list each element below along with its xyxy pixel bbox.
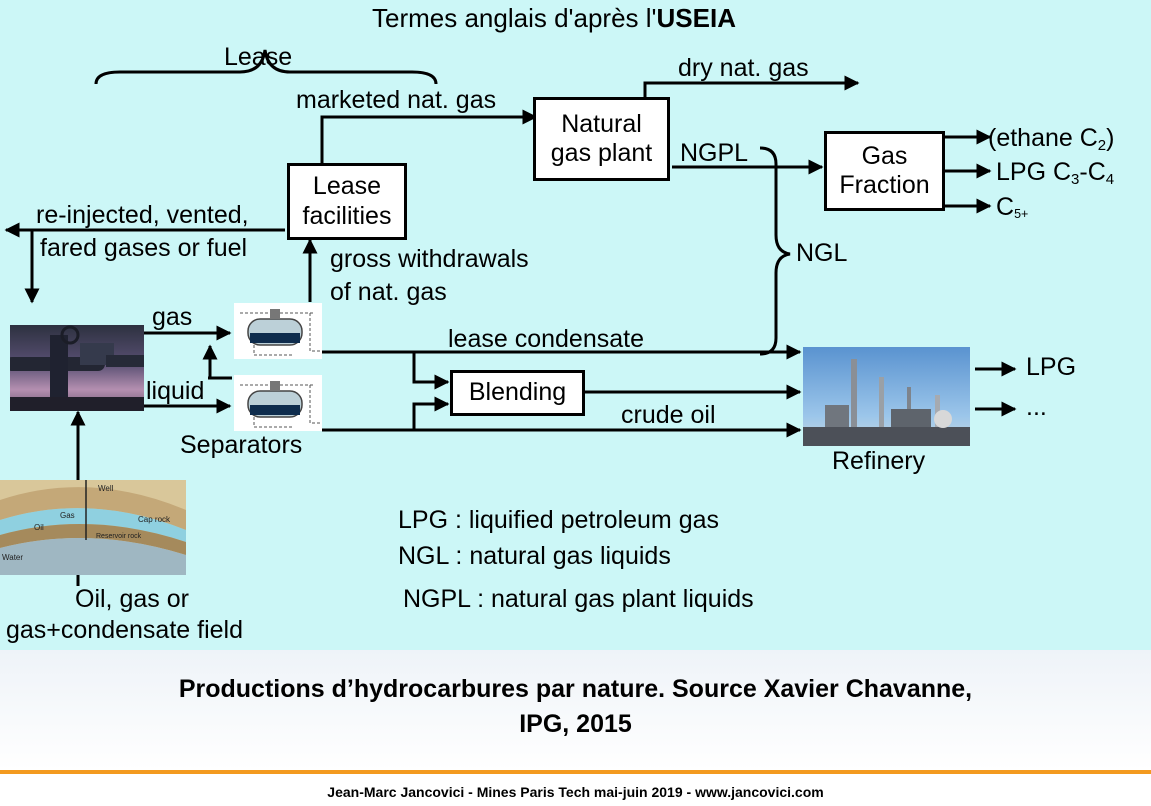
condensate-to-blending-arrow (412, 352, 450, 390)
marketed-gas-arrow (320, 109, 538, 163)
footer: Jean-Marc Jancovici - Mines Paris Tech m… (0, 774, 1151, 806)
separators-label: Separators (180, 431, 303, 459)
ethane-output: (ethane C2) (988, 124, 1115, 154)
dry-gas-label: dry nat. gas (678, 54, 809, 82)
field-label-line2: gas+condensate field (6, 616, 243, 644)
footer-divider (0, 770, 1151, 774)
dry-gas-arrow (643, 75, 860, 97)
caption-line1: Productions d’hydrocarbures par nature. … (178, 675, 973, 703)
crude-to-blending-arrow (412, 396, 450, 430)
footer-text: Jean-Marc Jancovici - Mines Paris Tech m… (327, 784, 824, 800)
gas-label: gas (152, 303, 193, 331)
reinjected-label-line2: fared gases or fuel (40, 234, 248, 262)
wellhead-icon (10, 325, 144, 411)
glossary-ngl: NGL : natural gas liquids (398, 542, 671, 570)
cap-rock-text: Cap rock (138, 515, 171, 524)
separator-icon (234, 375, 322, 431)
liquid-label: liquid (146, 377, 205, 405)
field-label-line1: Oil, gas or (75, 585, 189, 613)
lpg-c3-c4-output: LPG C3-C4 (996, 158, 1115, 188)
gross-withdrawals-line2: of nat. gas (330, 278, 447, 306)
page-title: Termes anglais d'après l'USEIA (372, 3, 736, 33)
marketed-gas-label: marketed nat. gas (296, 86, 497, 114)
reservoir-cross-section: Well Gas Oil Cap rock Reservoir rock Wat… (0, 480, 186, 575)
refinery-other-output: ... (1026, 393, 1047, 421)
gas-zone-text: Gas (60, 511, 75, 520)
flow-diagram: Termes anglais d'après l'USEIA Lease mar… (0, 0, 1151, 650)
glossary-lpg: LPG : liquified petroleum gas (398, 506, 720, 534)
ngl-brace (759, 146, 791, 356)
gross-withdrawals-line1: gross withdrawals (330, 245, 529, 273)
separator-icon (234, 303, 322, 359)
oil-zone-text: Oil (34, 523, 44, 532)
reservoir-rock-text: Reservoir rock (96, 533, 142, 540)
water-text: Water (2, 553, 23, 562)
refinery-lpg-output: LPG (1026, 353, 1077, 381)
caption: Productions d’hydrocarbures par nature. … (0, 650, 1151, 770)
lease-brace (94, 49, 438, 85)
reinjected-label-line1: re-injected, vented, (36, 201, 249, 229)
liquid-to-gas-separator (202, 344, 218, 380)
lease-label: Lease (224, 43, 293, 71)
glossary-ngpl: NGPL : natural gas plant liquids (403, 585, 754, 613)
caption-line2: IPG, 2015 (519, 710, 632, 738)
blending-box: Blending (450, 370, 585, 416)
well-text: Well (98, 484, 114, 493)
wellhead-photo (10, 325, 144, 411)
refinery-label: Refinery (832, 447, 926, 475)
lease-condensate-label: lease condensate (448, 325, 644, 353)
flow-arrows (4, 49, 1017, 586)
crude-oil-label: crude oil (621, 401, 716, 429)
ngl-label: NGL (796, 239, 848, 267)
c5-plus-output: C5+ (996, 193, 1029, 222)
ngpl-label: NGPL (680, 139, 749, 167)
refinery-photo (803, 347, 970, 446)
